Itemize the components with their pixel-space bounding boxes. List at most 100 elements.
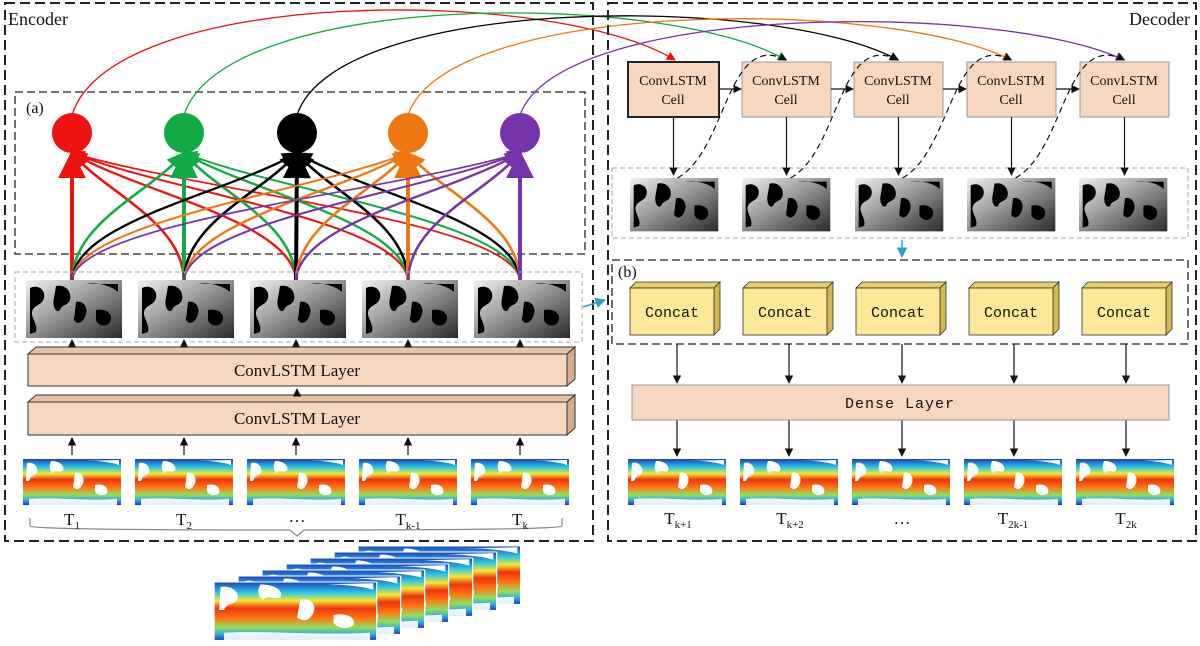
- decoder-box: [607, 2, 1197, 542]
- attention-arc-2: [183, 12, 787, 116]
- dense-layer-label: Dense Layer: [845, 396, 955, 413]
- fan-curve-3-4: [295, 151, 410, 283]
- encoder-time-labels: T1 T2 … Tk-1 Tk: [64, 507, 528, 532]
- fan-curve-5-1: [71, 150, 522, 283]
- decoder-cell-3-line1: ConvLSTM: [864, 74, 932, 89]
- decoder-cell-2: ConvLSTM Cell: [741, 61, 832, 118]
- decoder-cell-1: ConvLSTM Cell: [627, 61, 720, 118]
- dec-output-map-4: [964, 459, 1062, 505]
- encoder-arrows: [67, 339, 525, 455]
- enc-gray-map-2: [138, 280, 234, 338]
- dec-output-map-2: [740, 459, 838, 505]
- decoder-output-maps: [628, 459, 1174, 505]
- enc-gray-map-3: [250, 280, 346, 338]
- fan-curve-4-1: [71, 151, 410, 283]
- panel-a-label: (a): [26, 100, 44, 117]
- fan-curve-1-3: [70, 152, 298, 283]
- enc-time-label-2: T2: [176, 510, 192, 532]
- decoder-time-labels: Tk+1 Tk+2 … T2k-1 T2k: [664, 509, 1137, 531]
- enc-time-label-3: …: [289, 507, 306, 526]
- enc-time-label-5: Tk: [512, 510, 528, 532]
- enc-input-map-4: [359, 459, 457, 505]
- stack-frame-7: [213, 581, 378, 641]
- convlstm-layer-bottom: ConvLSTM Layer: [26, 393, 577, 437]
- fan-curve-5-4: [406, 151, 522, 283]
- decoder-cell-3: ConvLSTM Cell: [853, 61, 944, 118]
- decoder-cell-4-line1: ConvLSTM: [977, 74, 1045, 89]
- feedback-dashed-arrow-4: [1015, 52, 1126, 179]
- fan-curve-1-4: [70, 151, 409, 283]
- fan-curve-2-4: [182, 152, 410, 283]
- convlstm-layer-top-label: ConvLSTM Layer: [234, 361, 360, 380]
- decoder-gray-maps: [630, 178, 1168, 232]
- fan-curve-3-2: [182, 151, 299, 283]
- input-frame-stack: [213, 545, 522, 641]
- encoder-title: Encoder: [8, 9, 68, 29]
- panel-b-label: (b): [618, 264, 637, 281]
- concat-label-3: Concat: [871, 305, 925, 322]
- decoder-cell-2-line1: ConvLSTM: [752, 74, 820, 89]
- dec-time-label-4: T2k-1: [998, 509, 1029, 531]
- enc-time-label-1: T1: [64, 510, 80, 532]
- feedback-dashed-arrow-2: [790, 52, 900, 179]
- concat-block-5: Concat: [1081, 281, 1173, 336]
- attention-arc-5: [519, 21, 1125, 116]
- feedback-dashed-arrow-3: [902, 52, 1013, 179]
- attention-arc-3: [296, 15, 899, 116]
- decoder-cell-2-line2: Cell: [774, 93, 797, 108]
- panel-b-box: [611, 259, 1189, 345]
- dec-gray-map-3: [855, 178, 944, 232]
- decoder-cell-1-line2: Cell: [661, 93, 684, 108]
- decoder-cell-3-line2: Cell: [886, 93, 909, 108]
- attention-arc-4: [407, 18, 1012, 116]
- convlstm-layer-top: ConvLSTM Layer: [26, 345, 577, 388]
- decoder-cell-4-line2: Cell: [999, 93, 1022, 108]
- decoder-cell-4: ConvLSTM Cell: [966, 61, 1057, 118]
- fan-curve-5-2: [183, 151, 522, 283]
- fan-curve-5-3: [294, 152, 522, 283]
- attention-arcs: [71, 9, 1125, 116]
- dec-gray-map-1: [630, 178, 719, 232]
- dense-layer: Dense Layer: [631, 384, 1170, 421]
- fan-curve-3-3: [282, 150, 311, 283]
- concat-block-3: Concat: [855, 281, 947, 336]
- encoder-input-maps: [23, 459, 569, 505]
- dec-output-map-3: [852, 459, 950, 505]
- dec-time-label-1: Tk+1: [664, 509, 692, 531]
- fan-curve-3-1: [70, 152, 299, 283]
- concat-label-1: Concat: [645, 305, 699, 322]
- fan-curve-3-5: [295, 152, 522, 283]
- concat-block-4: Concat: [968, 281, 1060, 336]
- concat-block-1: Concat: [629, 281, 721, 336]
- attention-nodes: [52, 113, 540, 153]
- attention-node-3: [277, 113, 317, 153]
- concat-label-2: Concat: [758, 305, 812, 322]
- attention-arc-1: [71, 9, 676, 116]
- dec-output-map-1: [628, 459, 726, 505]
- fan-curve-2-5: [182, 151, 521, 283]
- enc-input-map-1: [23, 459, 121, 505]
- decoder-cells: ConvLSTM Cell ConvLSTM Cell ConvLSTM Cel…: [627, 61, 1170, 118]
- fan-curve-4-2: [182, 152, 410, 283]
- dec-time-label-3: …: [894, 509, 911, 528]
- fan-curve-2-3: [182, 151, 298, 283]
- enc-gray-map-4: [362, 280, 458, 338]
- input-brace: [29, 518, 563, 537]
- concat-label-5: Concat: [1097, 305, 1151, 322]
- concat-blocks: Concat Concat Concat Concat Concat: [629, 281, 1173, 336]
- panel-a-box: [14, 91, 586, 255]
- dec-time-label-2: Tk+2: [776, 509, 804, 531]
- dec-time-label-5: T2k: [1115, 509, 1137, 531]
- decoder-cell-1-line1: ConvLSTM: [639, 74, 707, 89]
- dec-gray-map-4: [967, 178, 1056, 232]
- enc-input-map-3: [247, 459, 345, 505]
- enc-time-label-4: Tk-1: [395, 510, 420, 532]
- concat-block-2: Concat: [742, 281, 834, 336]
- decoder-cell-5-line1: ConvLSTM: [1090, 74, 1158, 89]
- enc-input-map-2: [135, 459, 233, 505]
- enc-gray-map-5: [474, 280, 570, 338]
- decoder-title: Decoder: [1129, 9, 1190, 29]
- fan-curve-1-5: [70, 150, 521, 283]
- fan-curve-4-5: [406, 151, 522, 283]
